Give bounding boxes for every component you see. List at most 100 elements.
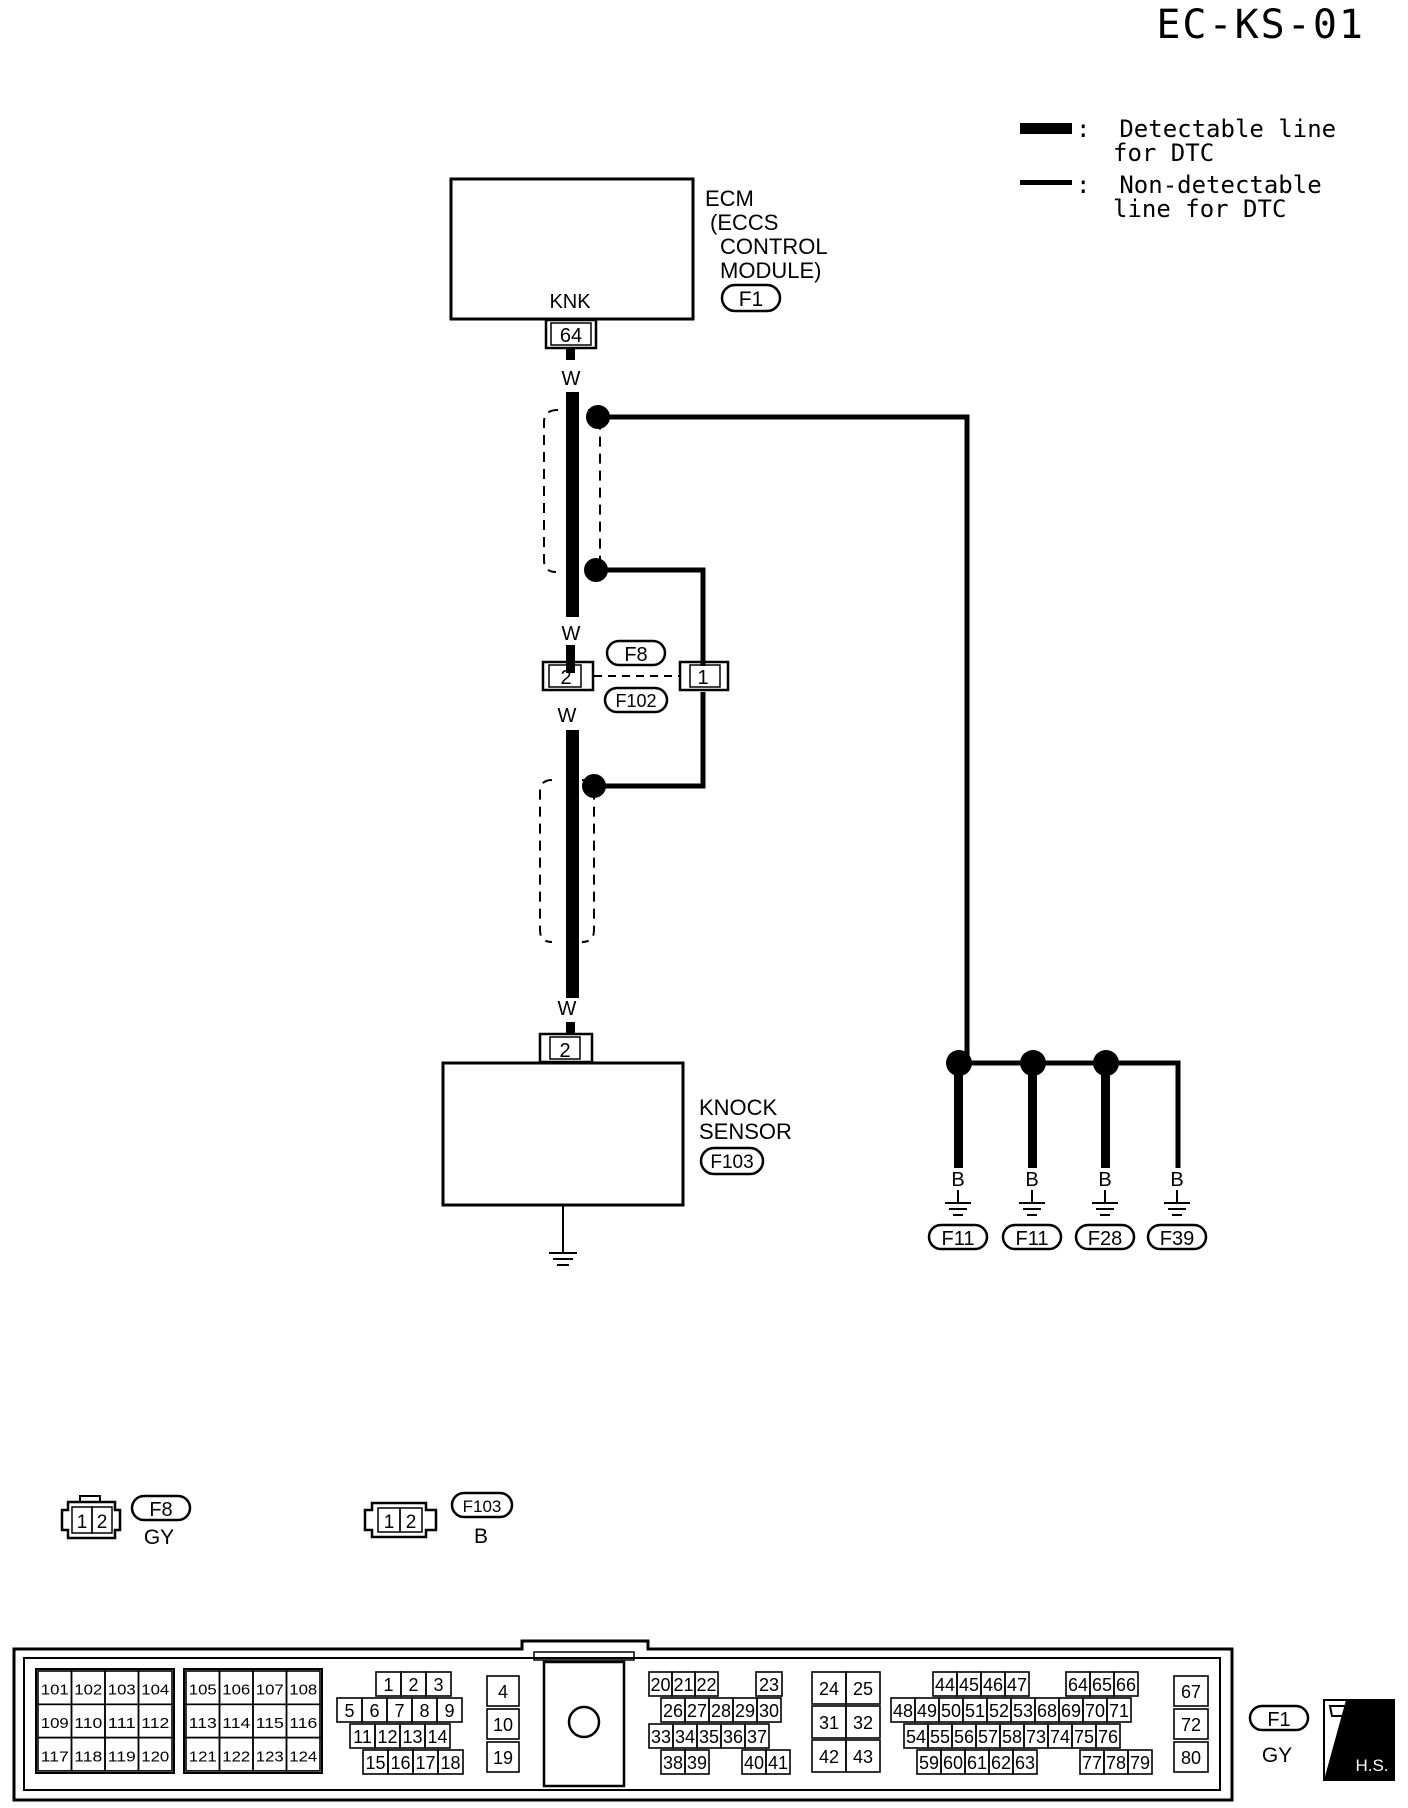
ecm-pin: 60 (940, 1749, 966, 1775)
svg-text:67: 67 (1181, 1682, 1201, 1702)
knock-sensor-connector: F103 (710, 1152, 753, 1173)
ecm-pin: 51 (962, 1697, 988, 1723)
wire-color-3: W (558, 705, 577, 727)
knk-signal-wire (566, 348, 579, 1034)
svg-text:59: 59 (919, 1753, 939, 1773)
svg-text:124: 124 (289, 1748, 317, 1765)
svg-text:38: 38 (663, 1753, 683, 1773)
ecm-pin: 74 (1047, 1723, 1073, 1749)
ecm-pin: 75 (1071, 1723, 1097, 1749)
ecm-pin: 4 (486, 1675, 520, 1707)
svg-text:114: 114 (222, 1715, 250, 1732)
ground-label: F11 (1016, 1228, 1049, 1250)
ecm-pin: 70 (1082, 1697, 1108, 1723)
svg-text:21: 21 (673, 1675, 693, 1695)
ecm-pin: 68 (1034, 1697, 1060, 1723)
svg-text:56: 56 (954, 1727, 974, 1747)
ecm-pin: 55 (927, 1723, 953, 1749)
legend-detectable-1: : Detectable line (1076, 115, 1336, 143)
shield-drain-wires (594, 414, 970, 1063)
ecm-pin: 79 (1127, 1749, 1153, 1775)
ground-network (946, 1050, 1181, 1168)
legend-non-detectable-2: line for DTC (1113, 195, 1286, 223)
ecm-pin: 32 (845, 1705, 881, 1739)
ecm-connector-badge (720, 283, 782, 313)
ecm-pin: 123 (252, 1736, 288, 1772)
ground-label: F28 (1088, 1228, 1122, 1250)
ecm-connector-view (12, 1639, 1234, 1802)
legend-thin-line (1020, 180, 1072, 185)
svg-text:1: 1 (383, 1675, 393, 1695)
ecm-pin: 30 (756, 1697, 782, 1723)
ecm-pin: 7 (386, 1697, 413, 1723)
f8-pin-1: 1 (77, 1512, 88, 1533)
ecm-pin: 44 (932, 1671, 958, 1697)
ecm-pin: 10 (486, 1708, 520, 1740)
svg-text:42: 42 (819, 1747, 839, 1767)
svg-text:60: 60 (943, 1753, 963, 1773)
svg-text:108: 108 (289, 1682, 317, 1699)
svg-text:115: 115 (256, 1715, 284, 1732)
f1-view-badge: H.S. (1355, 1756, 1388, 1775)
svg-text:70: 70 (1085, 1701, 1105, 1721)
ecm-pin: 6 (361, 1697, 388, 1723)
svg-text:8: 8 (419, 1701, 429, 1721)
ecm-pin: 112 (137, 1703, 173, 1739)
legend-thick-line (1020, 123, 1072, 134)
ecm-pin: 118 (70, 1736, 106, 1772)
legend: : Detectable line for DTC : Non-detectab… (1020, 115, 1336, 223)
ecm-pin: 110 (70, 1703, 106, 1739)
ecm-pin: 52 (986, 1697, 1012, 1723)
ecm-pin: 35 (696, 1723, 722, 1749)
svg-text:120: 120 (141, 1748, 169, 1765)
svg-text:80: 80 (1181, 1748, 1201, 1768)
svg-text:15: 15 (365, 1753, 385, 1773)
svg-text:9: 9 (444, 1701, 454, 1721)
svg-text:40: 40 (744, 1753, 764, 1773)
ecm-pin: 25 (845, 1671, 881, 1705)
f103-pin-1: 1 (384, 1512, 395, 1533)
ecm-pin: 116 (285, 1703, 321, 1739)
ecm-pin: 103 (104, 1670, 140, 1706)
svg-text:48: 48 (893, 1701, 913, 1721)
ecm-pin: 111 (104, 1703, 140, 1739)
svg-text:12: 12 (377, 1727, 397, 1747)
ground-wire-color: B (1170, 1169, 1183, 1191)
ecm-pin: 80 (1173, 1741, 1209, 1773)
svg-text:29: 29 (735, 1701, 755, 1721)
ecm-pin: 41 (765, 1749, 791, 1775)
ecm-pin: 72 (1173, 1708, 1209, 1740)
ecm-pin: 102 (70, 1670, 106, 1706)
svg-text:34: 34 (675, 1727, 695, 1747)
ecm-connector-label: F1 (739, 288, 764, 311)
ecm-pin: 43 (845, 1739, 881, 1773)
intermediate-connector: 2 1 F8 F102 (541, 639, 730, 714)
ecm-pin: 46 (980, 1671, 1006, 1697)
ecm-box: KNK ECM (ECCS CONTROL MODULE) F1 (449, 177, 828, 321)
ecm-pin: 66 (1113, 1671, 1139, 1697)
ecm-pin: 40 (741, 1749, 767, 1775)
ecm-pin: 13 (399, 1723, 426, 1749)
ecm-pin: 120 (137, 1736, 173, 1772)
ecm-pin: 34 (672, 1723, 698, 1749)
svg-text:76: 76 (1098, 1727, 1118, 1747)
svg-text:24: 24 (819, 1679, 839, 1699)
ecm-pin: 113 (185, 1703, 221, 1739)
svg-text:6: 6 (369, 1701, 379, 1721)
svg-text:25: 25 (853, 1679, 873, 1699)
svg-text:49: 49 (917, 1701, 937, 1721)
svg-text:13: 13 (402, 1727, 422, 1747)
intermediate-pin-left: 2 (560, 667, 571, 689)
svg-text:43: 43 (853, 1747, 873, 1767)
ecm-pin: 114 (218, 1703, 254, 1739)
ecm-pin: 115 (252, 1703, 288, 1739)
wire-color-4: W (558, 998, 577, 1020)
ecm-pin: 124 (285, 1736, 321, 1772)
svg-text:74: 74 (1050, 1727, 1070, 1747)
svg-text:31: 31 (819, 1713, 839, 1733)
f103-view-color: B (474, 1525, 488, 1548)
svg-text:63: 63 (1015, 1753, 1035, 1773)
svg-text:106: 106 (222, 1682, 250, 1699)
svg-text:27: 27 (687, 1701, 707, 1721)
